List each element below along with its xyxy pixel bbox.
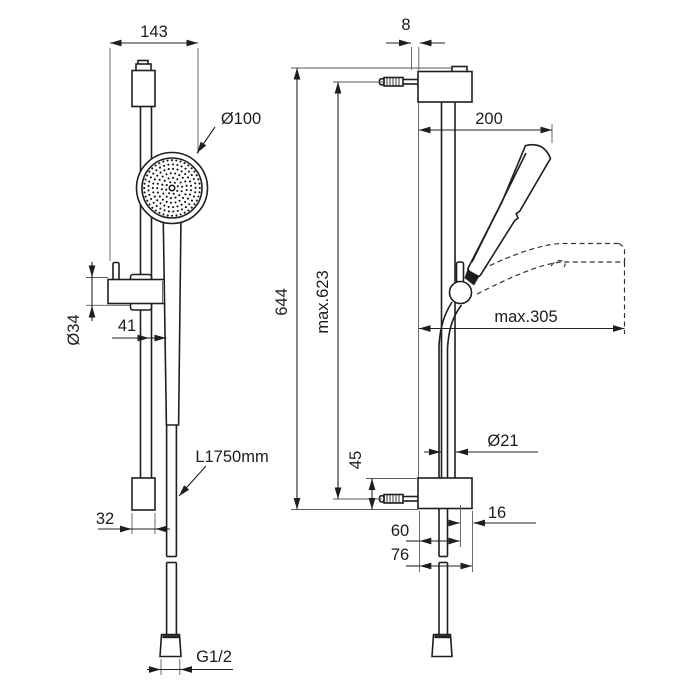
hose-length-callout: L1750mm bbox=[178, 448, 269, 497]
dim-34-label: Ø34 bbox=[65, 314, 83, 345]
dim-8-label: 8 bbox=[401, 16, 410, 34]
dim-rail-diameter: Ø21 bbox=[424, 432, 538, 456]
dim-143-label: 143 bbox=[140, 23, 168, 41]
dim-bracket-height: 45 bbox=[347, 451, 418, 510]
dim-623-label: max.623 bbox=[314, 270, 332, 333]
slider-knob-side bbox=[448, 261, 473, 305]
hose-cone-fitting-front bbox=[159, 633, 182, 658]
dim-32-label: 32 bbox=[96, 510, 114, 528]
dim-hose-wall-distance: 60 bbox=[391, 511, 460, 572]
cone-band bbox=[162, 635, 179, 639]
dim-305-label: max.305 bbox=[494, 308, 557, 326]
dim-thread: G1/2 bbox=[147, 648, 233, 675]
dim-45-label: 45 bbox=[347, 451, 365, 469]
thread-label: G1/2 bbox=[196, 648, 232, 666]
slider-lever-pin bbox=[112, 261, 120, 283]
top-bracket-front bbox=[131, 59, 156, 108]
handshower-side bbox=[464, 143, 552, 286]
dim-100-label: Ø100 bbox=[221, 110, 261, 128]
hose-length-label: L1750mm bbox=[195, 448, 268, 466]
dim-overall-height: 644 bbox=[273, 67, 452, 510]
dim-axis-offset: 41 bbox=[112, 317, 167, 342]
dim-fixing-distance: max.623 bbox=[314, 81, 383, 500]
dim-644-label: 644 bbox=[273, 288, 291, 316]
dim-head-diameter: Ø100 bbox=[196, 110, 261, 154]
dim-60-label: 60 bbox=[391, 522, 409, 540]
dim-bottom-bracket-width: 32 bbox=[96, 510, 170, 534]
knob-pin bbox=[455, 261, 465, 283]
dim-41-label: 41 bbox=[118, 317, 136, 335]
dim-top-reach: 200 bbox=[419, 110, 553, 143]
hose-cone-fitting-side bbox=[431, 633, 453, 658]
top-bracket-side bbox=[378, 65, 473, 103]
dim-max-reach: max.305 bbox=[419, 308, 625, 332]
side-view: 8 200 644 max.623 max.305 bbox=[273, 16, 626, 658]
dim-bracket-depth: 76 bbox=[391, 546, 472, 570]
dim-200-label: 200 bbox=[475, 110, 503, 128]
hose-connector bbox=[464, 269, 480, 286]
dim-16-label: 16 bbox=[488, 504, 506, 522]
bottom-bracket-front bbox=[131, 477, 156, 511]
cone-band bbox=[434, 635, 451, 639]
dim-21-label: Ø21 bbox=[487, 432, 518, 450]
dim-screw-offset: 8 bbox=[386, 16, 445, 70]
handshower-handle-front bbox=[162, 215, 182, 426]
hose-front bbox=[159, 425, 182, 658]
handshower-head-front bbox=[135, 151, 209, 225]
dim-slider-diameter: Ø34 bbox=[65, 262, 130, 346]
dim-hose-edge-offset: 16 bbox=[447, 504, 536, 572]
dim-143: 143 bbox=[109, 23, 199, 261]
spray-nozzle-pattern bbox=[143, 159, 201, 217]
front-view: 143 Ø100 Ø34 41 L1750mm bbox=[65, 23, 269, 675]
hose-lower-side bbox=[431, 508, 453, 658]
dim-76-label: 76 bbox=[391, 546, 409, 564]
bottom-bracket-side bbox=[378, 477, 473, 510]
top-fixing-screw bbox=[378, 76, 418, 87]
bottom-fixing-screw bbox=[378, 493, 418, 504]
